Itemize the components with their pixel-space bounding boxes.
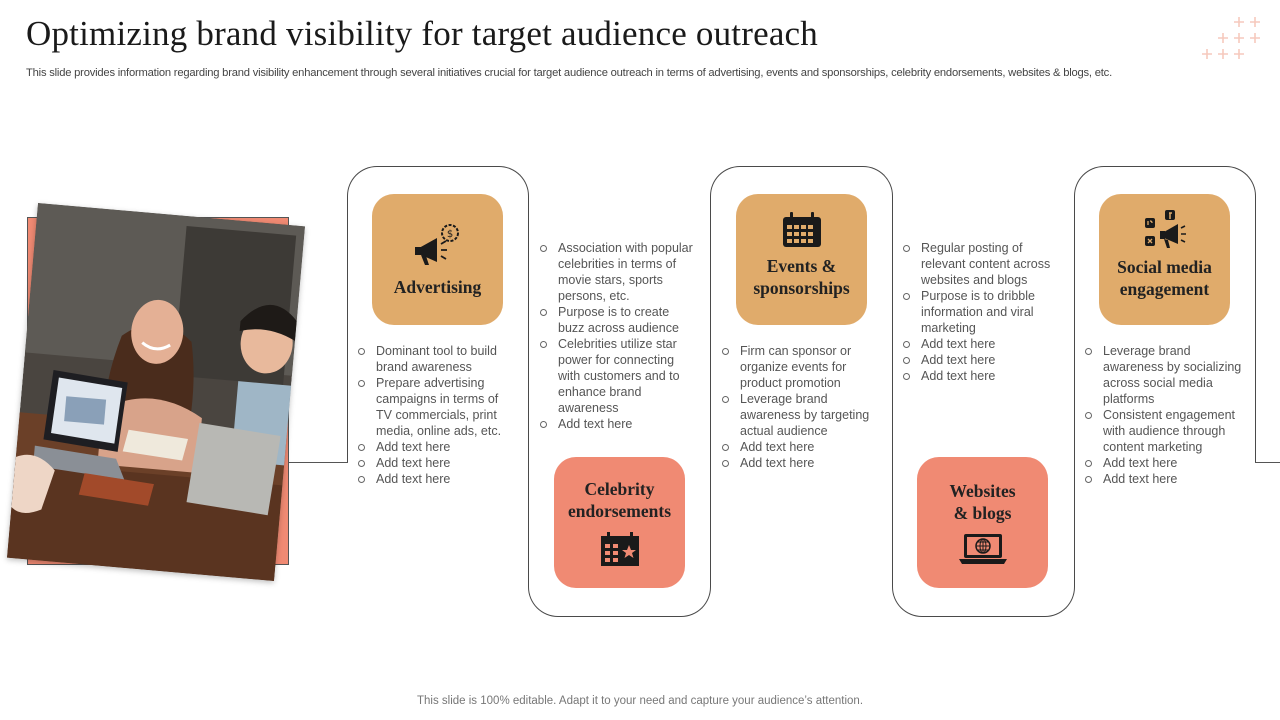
slide-subtitle: This slide provides information regardin…	[26, 67, 1112, 79]
list-item: Purpose is to dribble information and vi…	[901, 288, 1063, 336]
list-item: Add text here	[1083, 455, 1245, 471]
advertising-bullets: Dominant tool to build brand awareness P…	[356, 343, 514, 487]
frame-celebrity	[528, 462, 711, 617]
list-item: Consistent engagement with audience thro…	[1083, 407, 1245, 455]
plus-pattern-decoration	[1202, 17, 1260, 59]
advertising-label: Advertising	[393, 276, 482, 297]
frame-advertising	[347, 166, 529, 462]
frame-events	[710, 166, 893, 462]
events-card: Events & sponsorships	[736, 194, 867, 325]
celebrity-card: Celebrity endorsements	[554, 457, 685, 588]
megaphone-dollar-icon: $	[414, 223, 459, 265]
list-item: Add text here	[901, 352, 1063, 368]
list-item: Leverage brand awareness by socializing …	[1083, 343, 1245, 407]
list-item: Add text here	[720, 439, 880, 455]
svg-text:$: $	[446, 229, 452, 240]
websites-bullets: Regular posting of relevant content acro…	[901, 240, 1063, 384]
list-item: Regular posting of relevant content acro…	[901, 240, 1063, 288]
list-item: Add text here	[901, 368, 1063, 384]
frame-social	[1074, 166, 1256, 462]
list-item: Add text here	[356, 455, 514, 471]
celebrity-label: Celebrity endorsements	[567, 478, 672, 521]
list-item: Add text here	[901, 336, 1063, 352]
list-item: Leverage brand awareness by targeting ac…	[720, 391, 880, 439]
frame-websites	[892, 462, 1075, 617]
people-laughing-at-laptop-photo	[6, 202, 306, 582]
list-item: Purpose is to create buzz across audienc…	[538, 304, 698, 336]
social-megaphone-icon	[1144, 209, 1186, 248]
list-item: Association with popular celebrities in …	[538, 240, 698, 304]
events-bullets: Firm can sponsor or organize events for …	[720, 343, 880, 471]
websites-label: Websites & blogs	[949, 480, 1016, 523]
calendar-star-icon	[600, 531, 639, 566]
laptop-globe-icon	[958, 533, 1007, 564]
slide-footer: This slide is 100% editable. Adapt it to…	[416, 695, 864, 707]
social-label: Social media engagement	[1117, 256, 1212, 299]
list-item: Celebrities utilize star power for conne…	[538, 336, 698, 416]
list-item: Firm can sponsor or organize events for …	[720, 343, 880, 391]
connector-line	[289, 462, 348, 463]
social-bullets: Leverage brand awareness by socializing …	[1083, 343, 1245, 487]
list-item: Add text here	[1083, 471, 1245, 487]
connector-line	[1255, 462, 1280, 463]
advertising-card: $ Advertising	[372, 194, 503, 325]
list-item: Prepare advertising campaigns in terms o…	[356, 375, 514, 439]
celebrity-bullets: Association with popular celebrities in …	[538, 240, 698, 432]
list-item: Add text here	[538, 416, 698, 432]
websites-card: Websites & blogs	[917, 457, 1048, 588]
list-item: Add text here	[356, 439, 514, 455]
list-item: Add text here	[356, 471, 514, 487]
list-item: Add text here	[720, 455, 880, 471]
slide-title: Optimizing brand visibility for target a…	[26, 14, 818, 53]
events-label: Events & sponsorships	[753, 255, 850, 298]
social-card: Social media engagement	[1099, 194, 1230, 325]
list-item: Dominant tool to build brand awareness	[356, 343, 514, 375]
calendar-icon	[782, 211, 821, 247]
